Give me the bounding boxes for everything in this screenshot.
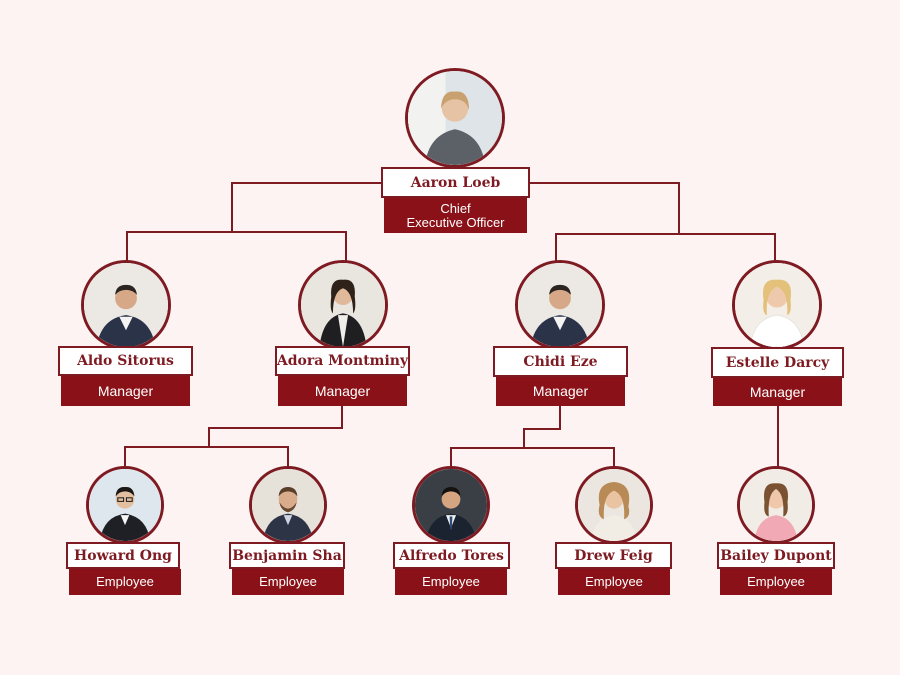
connector-m3-employees [450, 405, 615, 469]
person-name: Bailey Dupont [717, 542, 835, 569]
avatar [732, 260, 822, 350]
person-name: Howard Ong [66, 542, 180, 569]
avatar [249, 466, 327, 544]
person-name: Estelle Darcy [711, 347, 844, 378]
person-role: Employee [558, 569, 670, 595]
avatar [737, 466, 815, 544]
person-role: Manager [61, 376, 190, 406]
man-glasses-icon [89, 469, 161, 541]
person-name: Aldo Sitorus [58, 346, 193, 376]
person-role: Employee [395, 569, 507, 595]
avatar [575, 466, 653, 544]
connector-ceo-left [126, 182, 381, 263]
person-role: Employee [720, 569, 832, 595]
person-name: Benjamin Sha [229, 542, 345, 569]
person-role: Chief Executive Officer [384, 198, 527, 233]
person-name: Alfredo Tores [393, 542, 510, 569]
person-name: Chidi Eze [493, 346, 628, 377]
avatar [298, 260, 388, 350]
man-in-suit-icon [415, 469, 487, 541]
man-arms-crossed-icon [84, 263, 168, 347]
person-role: Employee [69, 569, 181, 595]
person-role: Manager [496, 377, 625, 406]
person-role: Employee [232, 569, 344, 595]
person-name: Adora Montminy [275, 346, 410, 376]
avatar [515, 260, 605, 350]
connector-ceo-right [530, 182, 776, 263]
person-role: Manager [713, 378, 842, 406]
avatar [86, 466, 164, 544]
smiling-woman-icon [735, 263, 819, 347]
avatar [405, 68, 505, 168]
connector-m2-employees [124, 405, 343, 469]
man-arms-crossed-icon [518, 263, 602, 347]
woman-in-suit-icon [408, 71, 502, 165]
person-name: Drew Feig [555, 542, 672, 569]
curly-hair-woman-icon [578, 469, 650, 541]
woman-standing-icon [301, 263, 385, 347]
avatar [81, 260, 171, 350]
bearded-man-icon [252, 469, 324, 541]
person-name: Aaron Loeb [381, 167, 530, 198]
avatar [412, 466, 490, 544]
woman-pink-top-icon [740, 469, 812, 541]
person-role: Manager [278, 376, 407, 406]
